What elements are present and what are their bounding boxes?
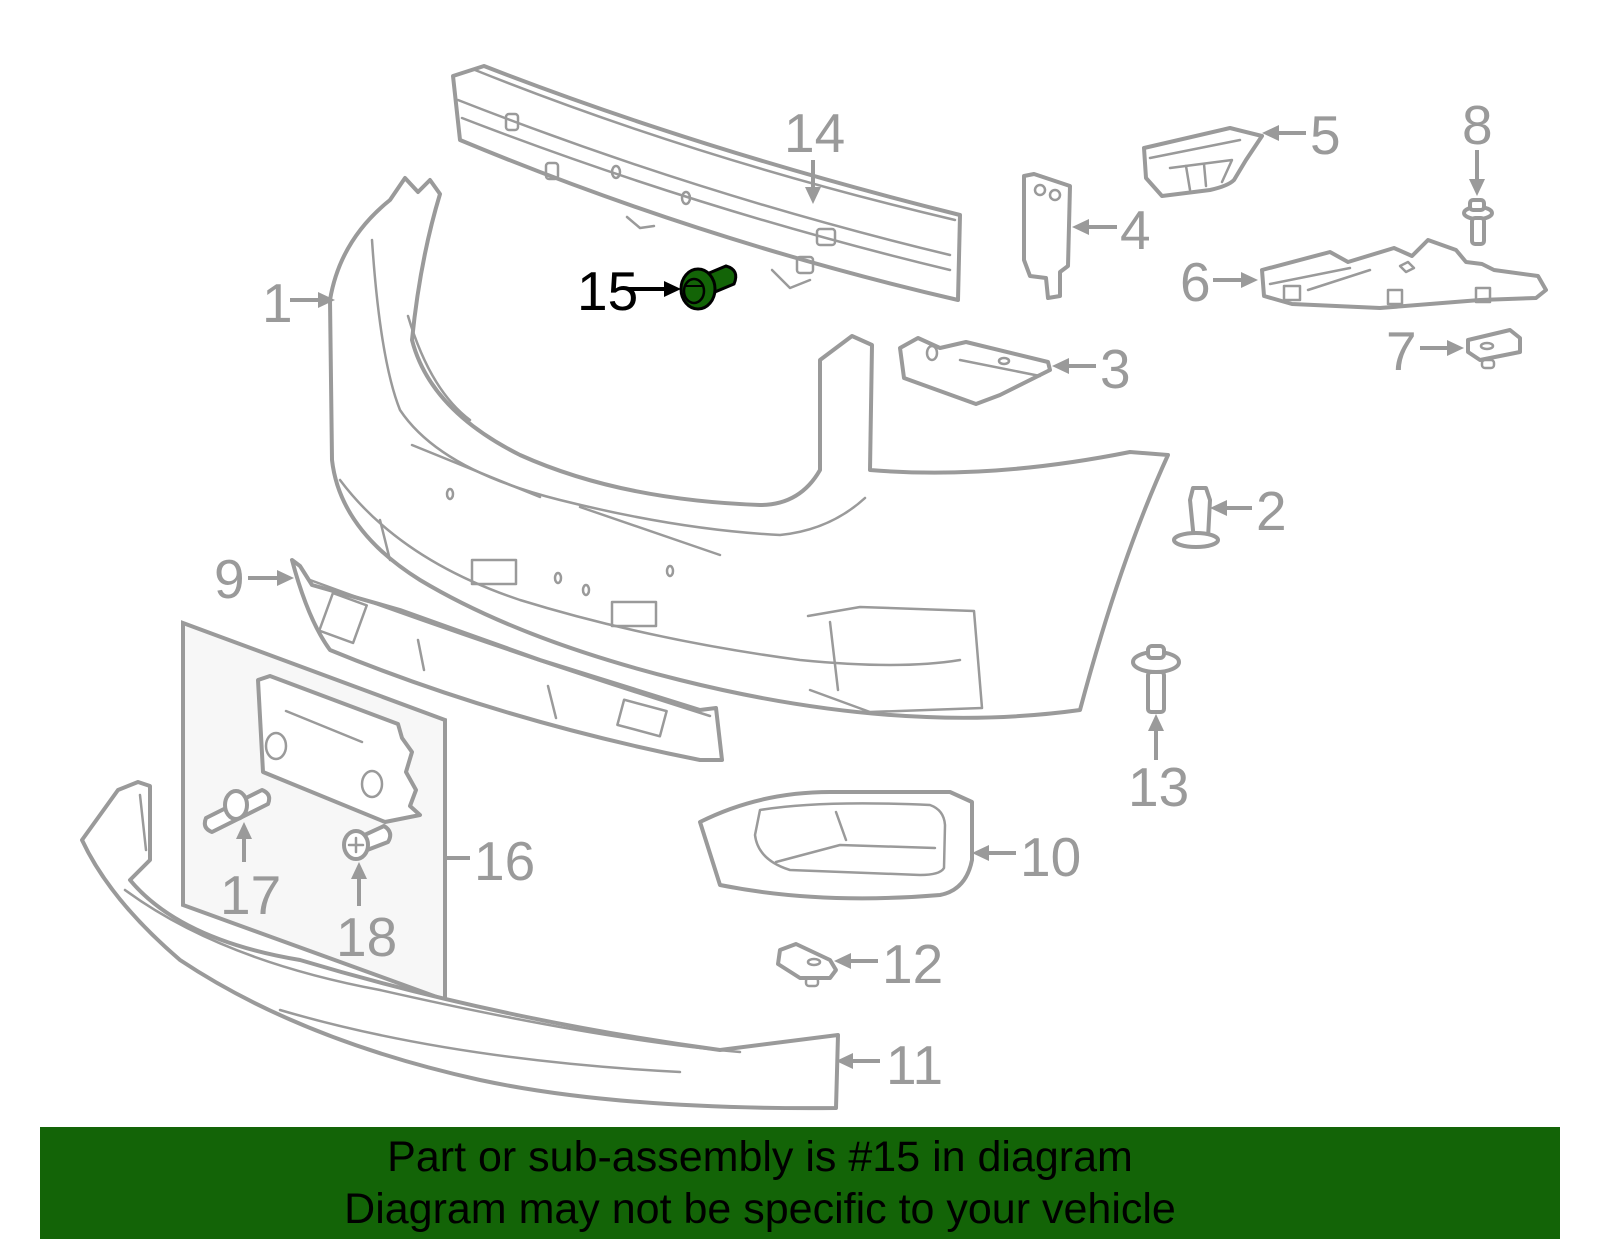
part-11-lower-valance[interactable] [80,780,840,1111]
callout-12[interactable]: 12 [882,933,944,995]
callout-17[interactable]: 17 [220,864,282,926]
callout-4[interactable]: 4 [1120,199,1151,261]
part-3-bracket[interactable] [898,336,1052,406]
part-8-bolt[interactable] [1462,198,1494,246]
callout-15-highlighted[interactable]: 15 [577,260,639,322]
callout-11[interactable]: 11 [886,1034,944,1096]
part-2-push-clip[interactable] [1172,486,1220,549]
part-12-clip-nut[interactable] [776,942,838,988]
callout-10[interactable]: 10 [1020,826,1082,888]
callout-14[interactable]: 14 [784,102,846,164]
part-7-clip[interactable] [1466,328,1522,370]
part-17-push-pin[interactable] [202,788,272,834]
callout-18[interactable]: 18 [336,906,398,968]
part-info-banner: Part or sub-assembly is #15 in diagram D… [40,1127,1560,1239]
part-4-support[interactable] [1022,172,1072,300]
callout-13[interactable]: 13 [1128,756,1190,818]
callout-16[interactable]: 16 [474,830,536,892]
callout-5[interactable]: 5 [1310,104,1341,166]
callout-2[interactable]: 2 [1256,480,1287,542]
callout-1[interactable]: 1 [262,272,293,334]
callout-3[interactable]: 3 [1100,338,1131,400]
part-13-bolt[interactable] [1131,644,1181,714]
part-5-guide-bracket[interactable] [1142,126,1264,198]
part-1-bumper-fascia[interactable] [328,176,1170,720]
callout-9[interactable]: 9 [214,548,245,610]
part-16-license-plate-panel[interactable] [181,620,447,1003]
callout-6[interactable]: 6 [1180,251,1211,313]
banner-part-number-text: Part or sub-assembly is #15 in diagram [387,1133,1133,1181]
part-6-deflector[interactable] [1260,238,1548,310]
part-18-screw[interactable] [342,824,393,861]
callout-7[interactable]: 7 [1386,320,1417,382]
callout-8[interactable]: 8 [1462,94,1493,156]
banner-disclaimer-text: Diagram may not be specific to your vehi… [344,1185,1176,1233]
leader-arrows [236,125,1485,1069]
part-10-fog-lamp-bezel[interactable] [698,790,974,901]
part-15-bolt-highlighted[interactable] [679,264,738,311]
part-14-impact-bar[interactable] [451,64,962,302]
part-9-grille-trim[interactable] [290,558,724,762]
